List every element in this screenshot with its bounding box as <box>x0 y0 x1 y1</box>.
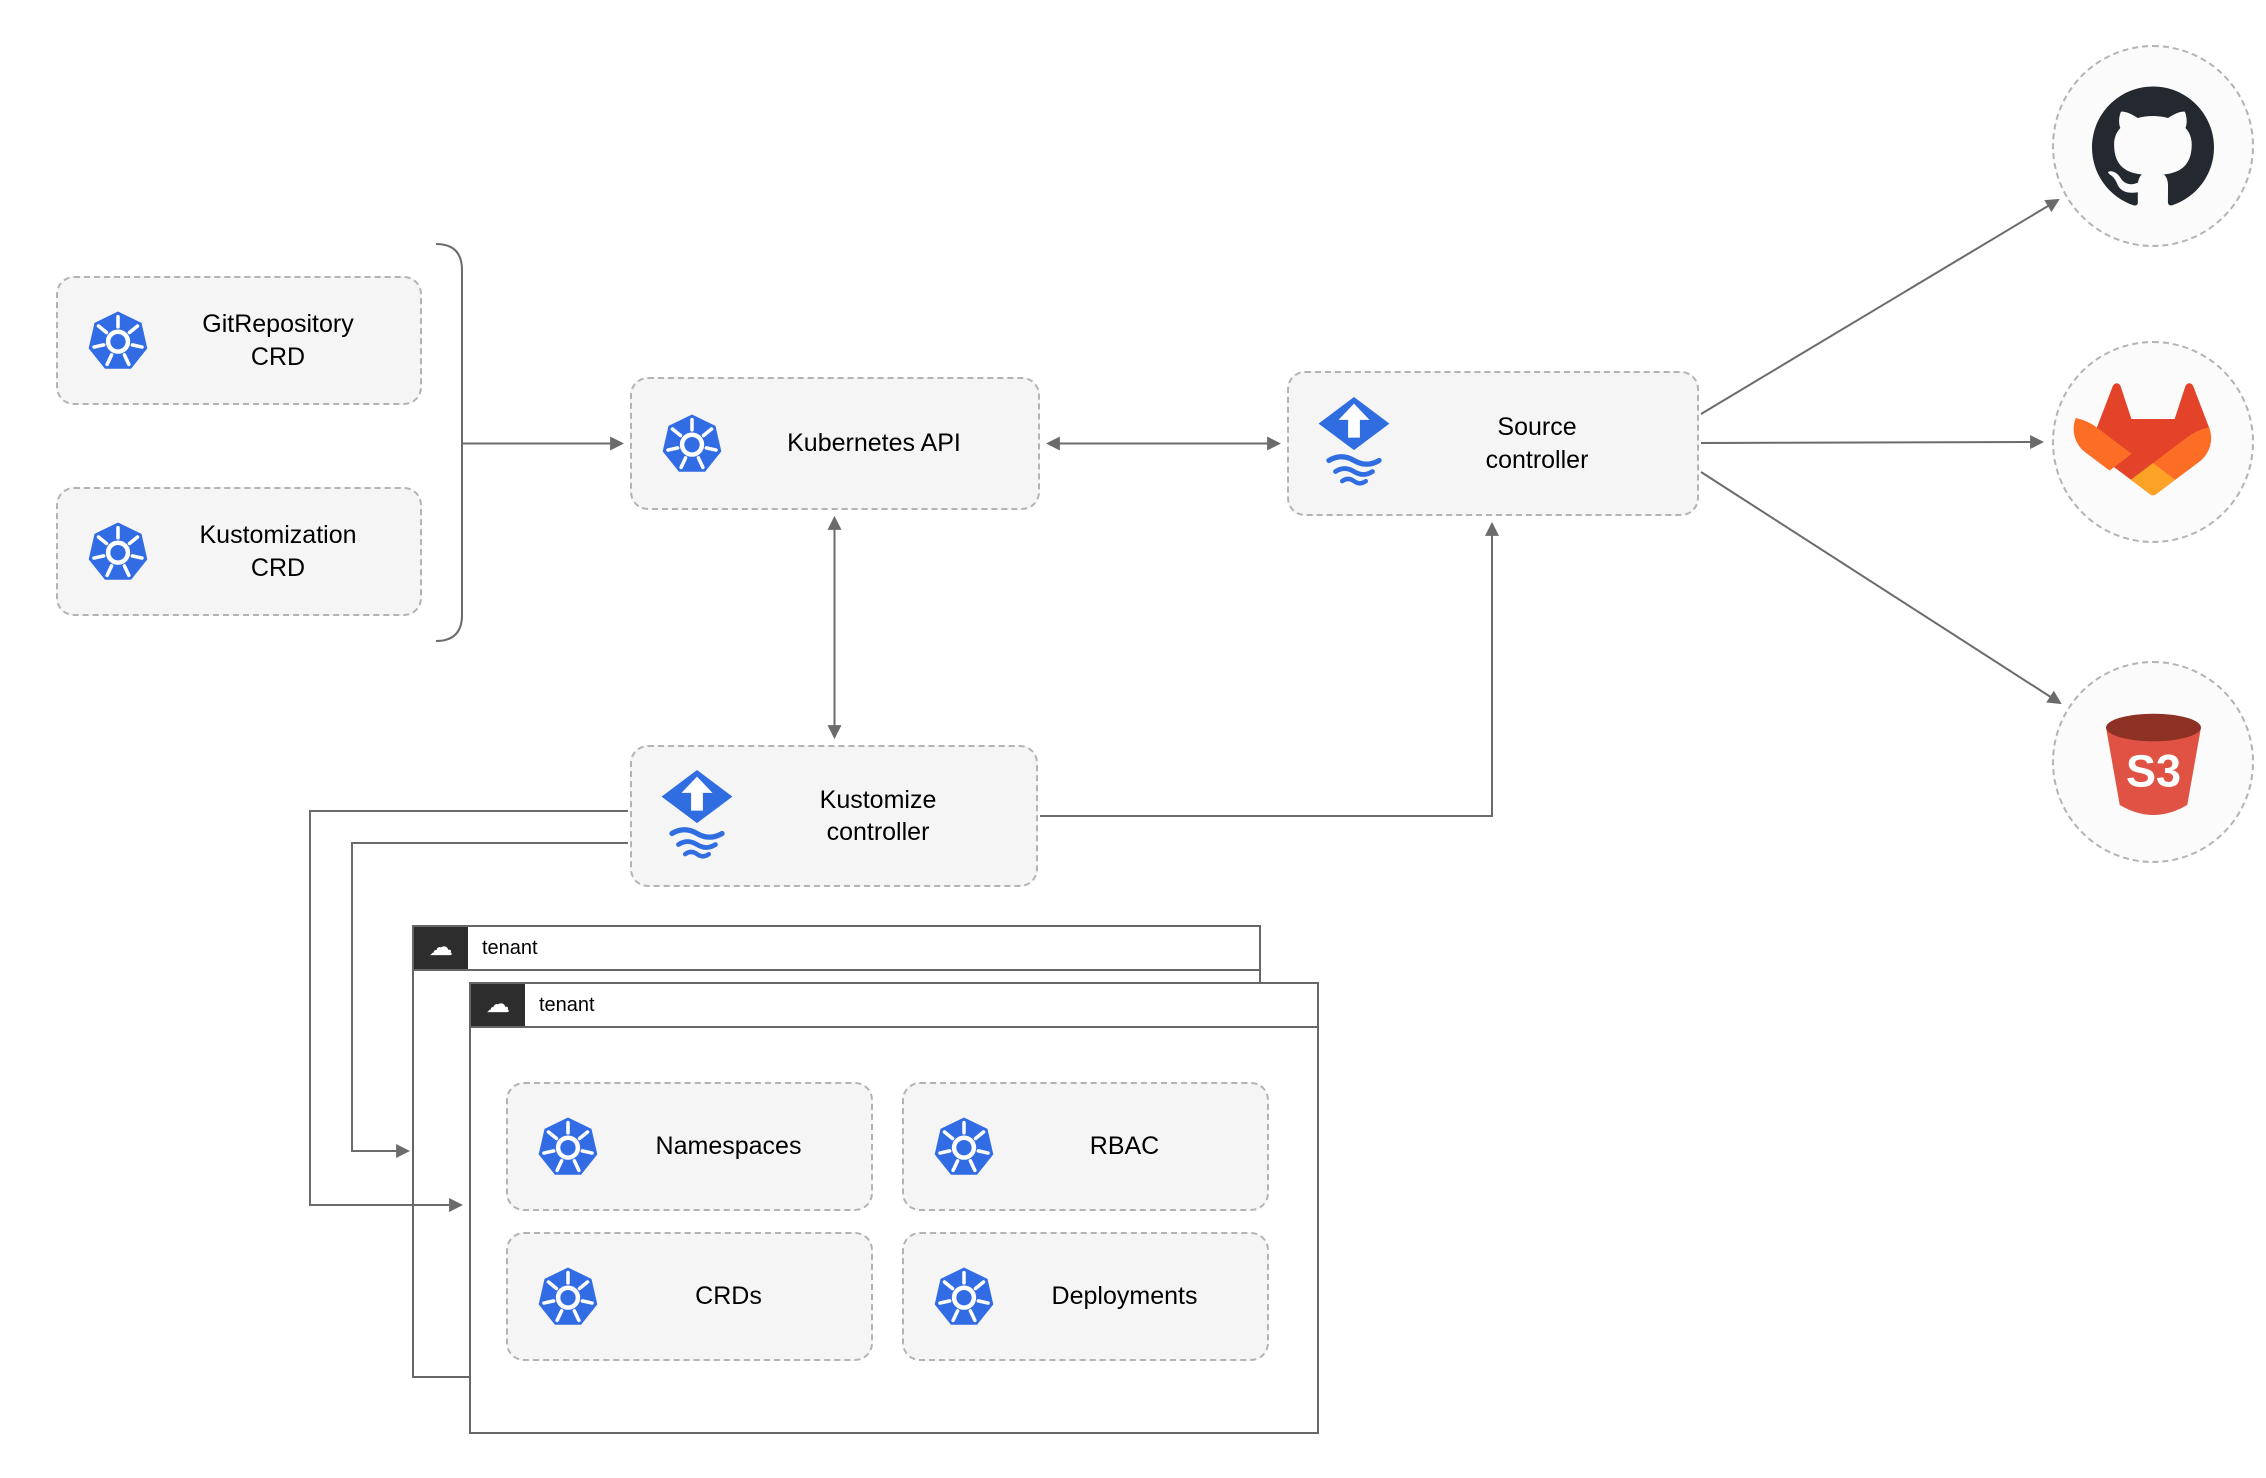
cloud-icon: ☁ <box>414 927 468 969</box>
kubernetes-icon <box>536 1265 600 1329</box>
node-label: Namespaces <box>655 1132 802 1161</box>
tenant-label: tenant <box>482 936 538 959</box>
tenant-header: ☁ tenant <box>414 927 1259 971</box>
edge-source-controller-s3 <box>1700 471 2062 705</box>
node-label: Kustomize controller <box>819 785 937 847</box>
cloud-icon: ☁ <box>471 984 525 1026</box>
edge-source-controller-github <box>1700 198 2060 415</box>
node-label: Source controller <box>1485 413 1589 474</box>
external-s3: S3 <box>2052 661 2254 863</box>
s3-label: S3 <box>2125 745 2180 796</box>
gitlab-icon <box>2073 383 2212 496</box>
edge-source-controller-gitlab <box>1700 435 2045 450</box>
node-kubernetes-api: Kubernetes API <box>630 377 1040 510</box>
node-crds: CRDs <box>506 1232 873 1361</box>
node-source-controller: Source controller <box>1287 371 1699 516</box>
github-icon <box>2092 86 2214 206</box>
kubernetes-icon <box>86 309 150 373</box>
node-label: CRDs <box>695 1282 762 1311</box>
node-label: Kubernetes API <box>787 429 961 458</box>
node-gitrepository-crd: GitRepository CRD <box>56 276 422 405</box>
bracket-crd-group <box>435 243 463 642</box>
node-label: Deployments <box>1051 1282 1198 1311</box>
node-deployments: Deployments <box>902 1232 1269 1361</box>
kubernetes-icon <box>86 520 150 584</box>
external-gitlab <box>2052 341 2254 543</box>
node-label: Kustomization CRD <box>199 521 357 582</box>
edge-kustomize-controller-source-controller <box>1040 521 1499 817</box>
flux-icon <box>660 770 734 863</box>
kubernetes-icon <box>932 1115 996 1179</box>
node-label: RBAC <box>1089 1132 1160 1161</box>
flux-icon <box>1317 397 1391 490</box>
node-label: GitRepository CRD <box>202 310 354 371</box>
node-kustomize-controller: Kustomize controller <box>630 745 1038 887</box>
node-rbac: RBAC <box>902 1082 1269 1211</box>
kubernetes-icon <box>536 1115 600 1179</box>
node-namespaces: Namespaces <box>506 1082 873 1211</box>
tenant-label: tenant <box>539 993 595 1016</box>
external-github <box>2052 45 2254 247</box>
kubernetes-icon <box>932 1265 996 1329</box>
node-kustomization-crd: Kustomization CRD <box>56 487 422 616</box>
kubernetes-icon <box>660 412 724 476</box>
tenant-header: ☁ tenant <box>471 984 1317 1028</box>
s3-bucket-icon: S3 <box>2105 713 2201 815</box>
